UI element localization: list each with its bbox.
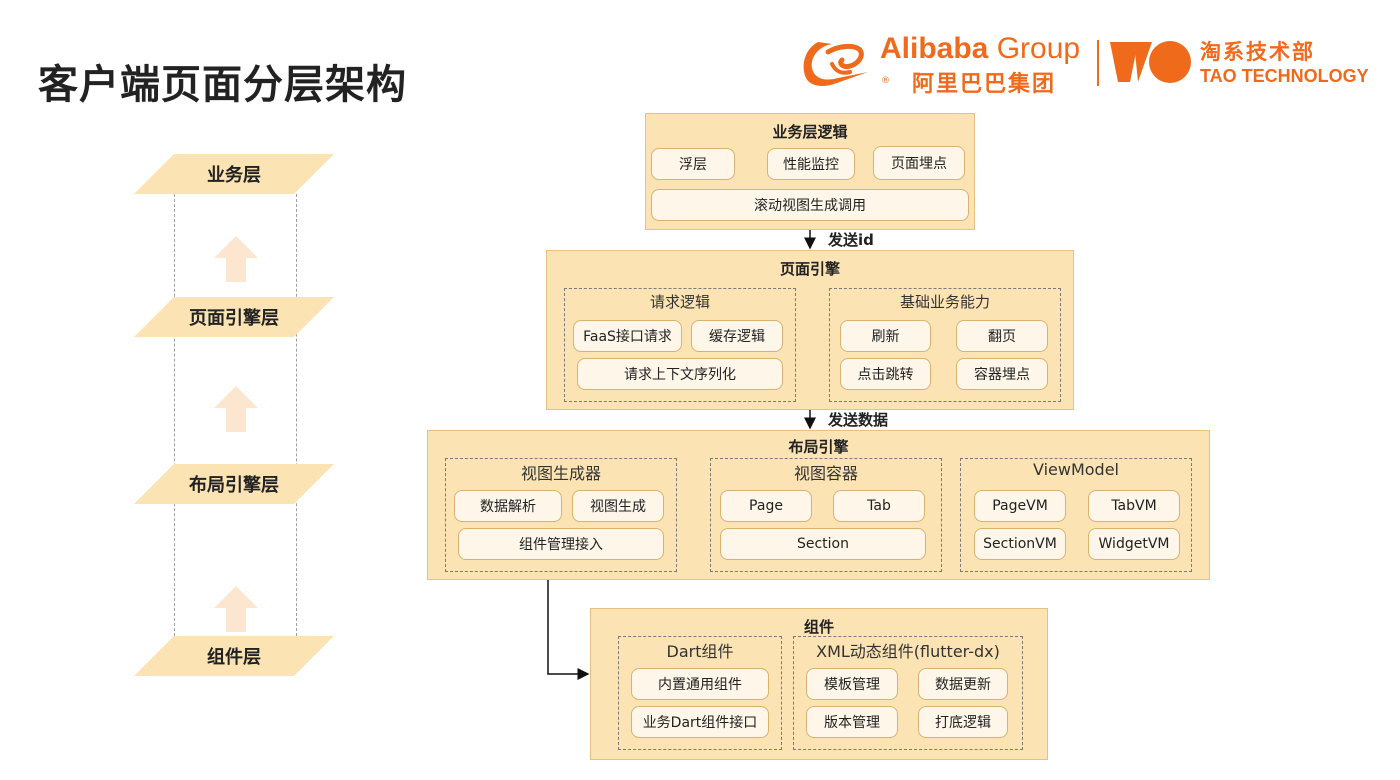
node-component-manage: 组件管理接入 <box>458 528 664 560</box>
node-version-manage: 版本管理 <box>806 706 898 738</box>
group-dart-title: Dart组件 <box>666 642 734 661</box>
node-click-jump: 点击跳转 <box>840 358 931 390</box>
node-builtin-components: 内置通用组件 <box>631 668 769 700</box>
node-tabvm: TabVM <box>1088 490 1180 522</box>
alibaba-logo-icon <box>803 42 868 86</box>
node-request-context: 请求上下文序列化 <box>577 358 783 390</box>
node-refresh: 刷新 <box>840 320 931 352</box>
group-xml-components: XML动态组件(flutter-dx) <box>793 636 1023 750</box>
node-dart-component-interface: 业务Dart组件接口 <box>631 706 769 738</box>
node-data-parse: 数据解析 <box>454 490 562 522</box>
layer-stack-line-right <box>296 194 297 636</box>
node-scroll-view-gen: 滚动视图生成调用 <box>651 189 969 221</box>
up-arrow-icon <box>214 386 258 432</box>
node-template-manage: 模板管理 <box>806 668 898 700</box>
node-float-layer: 浮层 <box>651 148 735 180</box>
node-data-update: 数据更新 <box>918 668 1008 700</box>
alibaba-cn-name: 阿里巴巴集团 <box>912 72 1057 97</box>
group-request-title: 请求逻辑 <box>649 293 710 311</box>
page-engine-title: 页面引擎 <box>779 260 840 278</box>
node-page-tracking: 页面埋点 <box>873 146 965 180</box>
group-basic-title: 基础业务能力 <box>899 293 990 311</box>
node-sectionvm: SectionVM <box>974 528 1066 560</box>
group-generator-title: 视图生成器 <box>520 464 601 483</box>
node-performance-monitor: 性能监控 <box>767 148 855 180</box>
group-view-container: 视图容器 <box>710 458 942 572</box>
group-xml-title: XML动态组件(flutter-dx) <box>816 642 1000 661</box>
group-viewmodel: ViewModel <box>960 458 1192 572</box>
up-arrow-icon <box>214 236 258 282</box>
node-cache-logic: 缓存逻辑 <box>691 320 783 352</box>
layer-component: 组件层 <box>134 636 334 676</box>
registered-mark: ® <box>881 76 890 86</box>
node-container-tracking: 容器埋点 <box>956 358 1048 390</box>
node-fallback-logic: 打底逻辑 <box>918 706 1008 738</box>
edge-label-send-data: 发送数据 <box>828 411 889 429</box>
node-view-gen: 视图生成 <box>572 490 664 522</box>
node-tab: Tab <box>833 490 925 522</box>
group-view-generator: 视图生成器 <box>445 458 677 572</box>
node-page: Page <box>720 490 812 522</box>
components-title: 组件 <box>803 618 834 636</box>
node-section: Section <box>720 528 926 560</box>
layer-stack-line-left <box>174 194 175 636</box>
tao-cn-name: 淘系技术部 <box>1200 40 1315 64</box>
logo-divider <box>1097 40 1099 86</box>
page-title: 客户端页面分层架构 <box>38 62 407 108</box>
node-pagevm: PageVM <box>974 490 1066 522</box>
alibaba-wordmark: Alibaba Group <box>880 32 1081 65</box>
node-widgetvm: WidgetVM <box>1088 528 1180 560</box>
group-basic-ability: 基础业务能力 <box>829 288 1061 402</box>
group-container-title: 视图容器 <box>793 464 858 483</box>
edge-label-send-id: 发送id <box>828 231 874 249</box>
tao-logo-icon <box>1110 41 1191 83</box>
layer-business: 业务层 <box>134 154 334 194</box>
group-request-logic: 请求逻辑 <box>564 288 796 402</box>
business-logic-title: 业务层逻辑 <box>772 123 848 141</box>
up-arrow-icon <box>214 586 258 632</box>
group-dart-components: Dart组件 <box>618 636 782 750</box>
group-viewmodel-title: ViewModel <box>1032 460 1119 479</box>
tao-en-name: TAO TECHNOLOGY <box>1200 66 1369 86</box>
node-faas-request: FaaS接口请求 <box>573 320 682 352</box>
layout-engine-title: 布局引擎 <box>788 438 849 456</box>
node-paging: 翻页 <box>956 320 1048 352</box>
